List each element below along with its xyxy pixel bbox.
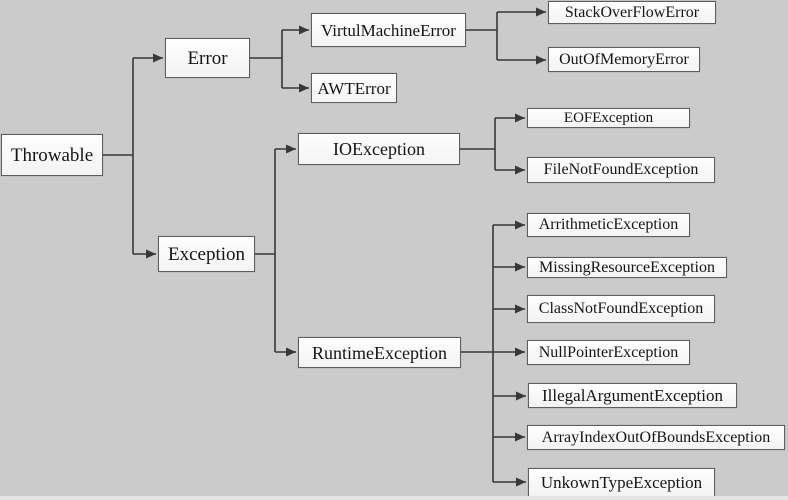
trunk-virtulmachineerror — [466, 12, 498, 60]
edges-from-virtulmachineerror — [466, 7, 546, 65]
node-awt-error: AWTError — [311, 73, 397, 103]
node-virtul-machine-error: VirtulMachineError — [311, 13, 466, 47]
edges-from-exception — [255, 144, 296, 357]
edges-from-ioexception — [460, 113, 525, 175]
node-null-pointer-exception: NullPointerException — [527, 340, 690, 365]
node-runtime-exception: RuntimeException — [298, 337, 461, 368]
edges-from-throwable — [103, 53, 163, 259]
node-arrithmetic-exception: ArrithmeticException — [527, 213, 690, 237]
trunk-runtimeexception — [461, 225, 494, 482]
node-io-exception: IOException — [298, 133, 460, 165]
node-missing-resource-exception: MissingResourceException — [527, 257, 727, 278]
bottom-edge-strip — [0, 496, 788, 500]
node-eof-exception: EOFException — [527, 108, 690, 128]
node-stack-overflow-error: StackOverFlowError — [548, 1, 716, 24]
node-unkown-type-exception: UnkownTypeException — [528, 468, 715, 497]
trunk-exception — [255, 149, 276, 352]
node-out-of-memory-error: OutOfMemoryError — [548, 47, 700, 72]
edges-from-runtimeexception — [461, 220, 526, 487]
edges-from-error — [250, 25, 309, 93]
trunk-error — [250, 30, 283, 88]
node-class-not-found-exception: ClassNotFoundException — [527, 295, 715, 323]
node-illegal-argument-exception: IllegalArgumentException — [528, 383, 737, 408]
node-file-not-found-exception: FileNotFoundException — [527, 157, 715, 183]
node-throwable: Throwable — [1, 134, 103, 176]
node-error: Error — [165, 38, 250, 78]
node-exception: Exception — [158, 236, 255, 272]
node-array-index-out-of-bounds-exception: ArrayIndexOutOfBoundsException — [527, 425, 785, 450]
trunk-throwable — [103, 58, 134, 254]
trunk-ioexception — [460, 118, 496, 170]
